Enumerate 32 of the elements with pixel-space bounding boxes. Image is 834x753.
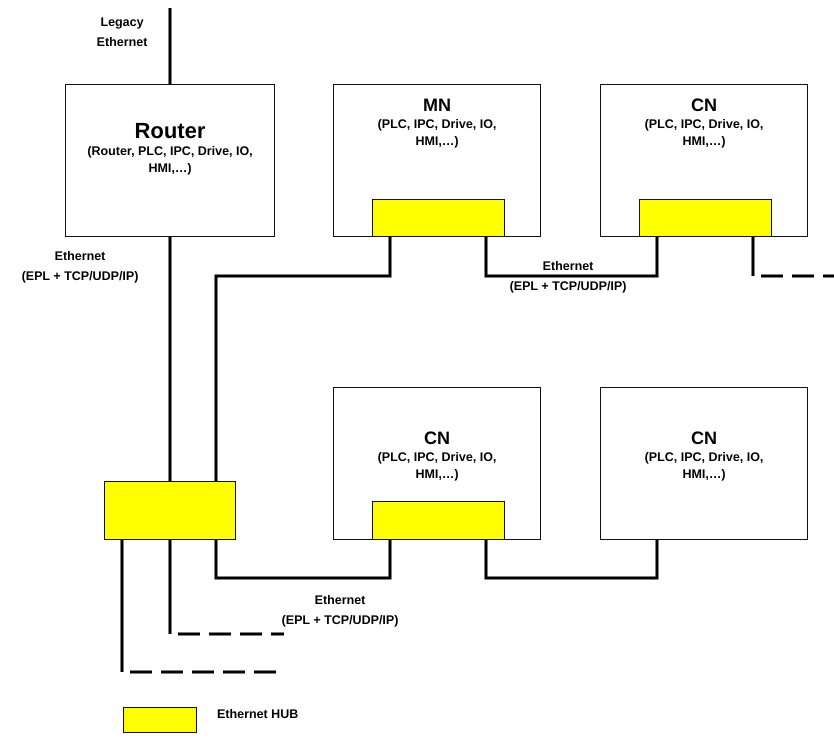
edge-label: Ethernet (EPL + TCP/UDP/IP) xyxy=(20,248,140,285)
node-description: (Router, PLC, IPC, Drive, IO, HMI,…) xyxy=(86,143,254,178)
network-line xyxy=(214,237,392,481)
network-line xyxy=(484,540,658,580)
node-description: (PLC, IPC, Drive, IO, HMI,…) xyxy=(376,448,498,482)
hub-box xyxy=(372,198,504,236)
hub-box xyxy=(638,198,772,236)
node-title: Router xyxy=(134,118,206,144)
node-title: CN xyxy=(691,95,717,116)
device-box xyxy=(333,387,541,540)
device-box xyxy=(333,84,541,237)
edge-label: Ethernet (EPL + TCP/UDP/IP) xyxy=(280,592,400,629)
node-description: (PLC, IPC, Drive, IO, HMI,…) xyxy=(644,448,764,482)
edge-label: Legacy Ethernet xyxy=(96,14,148,51)
network-line xyxy=(484,237,658,278)
node-title: CN xyxy=(691,428,717,449)
hub-box xyxy=(372,500,504,540)
hub-box xyxy=(104,481,236,540)
network-line xyxy=(214,540,392,580)
edge-label: Ethernet (EPL + TCP/UDP/IP) xyxy=(508,258,628,295)
device-box xyxy=(65,84,275,237)
device-box xyxy=(600,84,808,237)
dashed-network-line xyxy=(168,540,284,636)
network-line xyxy=(168,8,172,84)
dashed-network-line xyxy=(752,237,834,278)
node-title: MN xyxy=(423,95,451,116)
network-line xyxy=(168,237,172,481)
node-title: CN xyxy=(424,428,450,449)
node-description: (PLC, IPC, Drive, IO, HMI,…) xyxy=(644,116,764,150)
legend-label: Ethernet HUB xyxy=(217,707,298,721)
device-box xyxy=(600,387,808,540)
node-description: (PLC, IPC, Drive, IO, HMI,…) xyxy=(376,116,498,150)
